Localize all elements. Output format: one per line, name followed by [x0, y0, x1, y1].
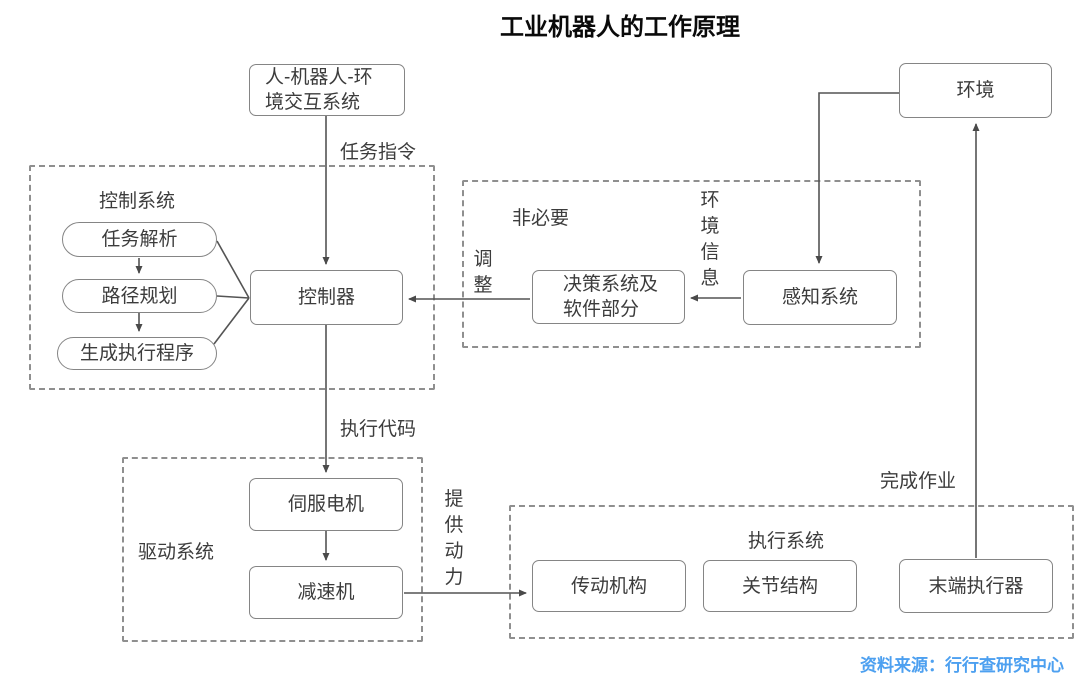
source-credit: 资料来源：行行查研究中心 — [860, 656, 1064, 675]
group-label-drive-system: 驱动系统 — [138, 542, 215, 563]
node-joint-structure: 关节结构 — [703, 560, 857, 612]
node-interaction-system: 人-机器人-环 境交互系统 — [249, 64, 405, 116]
page-title: 工业机器人的工作原理 — [500, 14, 740, 41]
node-task-parse: 任务解析 — [62, 222, 217, 257]
edge-label-exec-code: 执行代码 — [340, 419, 417, 440]
edge-label-provide-power: 提供动力 — [444, 489, 464, 588]
edge-label-complete-work: 完成作业 — [880, 471, 957, 492]
group-execution-system — [509, 505, 1074, 639]
group-label-execution-system: 执行系统 — [748, 531, 825, 552]
group-non-essential — [462, 180, 921, 348]
node-environment: 环境 — [899, 63, 1052, 118]
node-generate-program: 生成执行程序 — [57, 337, 217, 370]
node-controller: 控制器 — [250, 270, 403, 325]
node-end-effector: 末端执行器 — [899, 559, 1053, 613]
node-decision-system: 决策系统及 软件部分 — [532, 270, 685, 324]
node-path-planning: 路径规划 — [62, 279, 217, 313]
group-drive-system — [122, 457, 423, 642]
edge-label-adjust: 调整 — [473, 249, 493, 296]
group-label-control-system: 控制系统 — [99, 191, 176, 212]
node-reducer: 减速机 — [249, 566, 403, 619]
node-servo-motor: 伺服电机 — [249, 478, 403, 531]
edge-label-env-info: 环境信息 — [700, 190, 720, 289]
group-control-system — [29, 165, 435, 390]
group-label-non-essential: 非必要 — [512, 208, 570, 229]
node-perception-system: 感知系统 — [743, 270, 897, 325]
edge-label-task-command: 任务指令 — [340, 142, 417, 163]
node-transmission: 传动机构 — [532, 560, 686, 612]
